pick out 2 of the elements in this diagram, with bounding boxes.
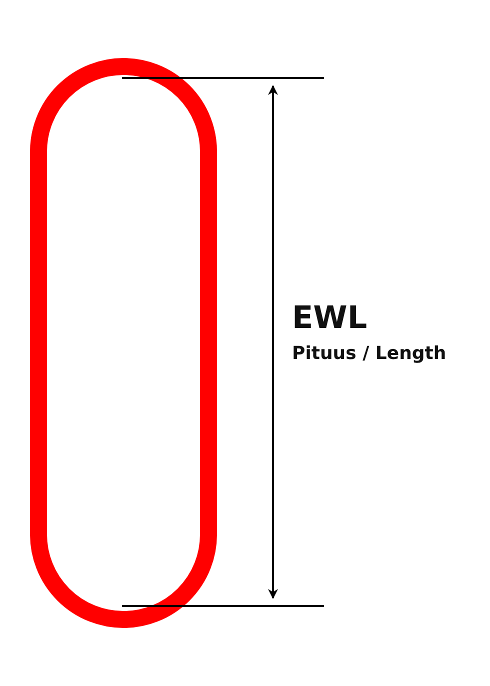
dimension-caption: Pituus / Length <box>292 343 446 364</box>
dimension-label: EWL <box>292 300 368 336</box>
